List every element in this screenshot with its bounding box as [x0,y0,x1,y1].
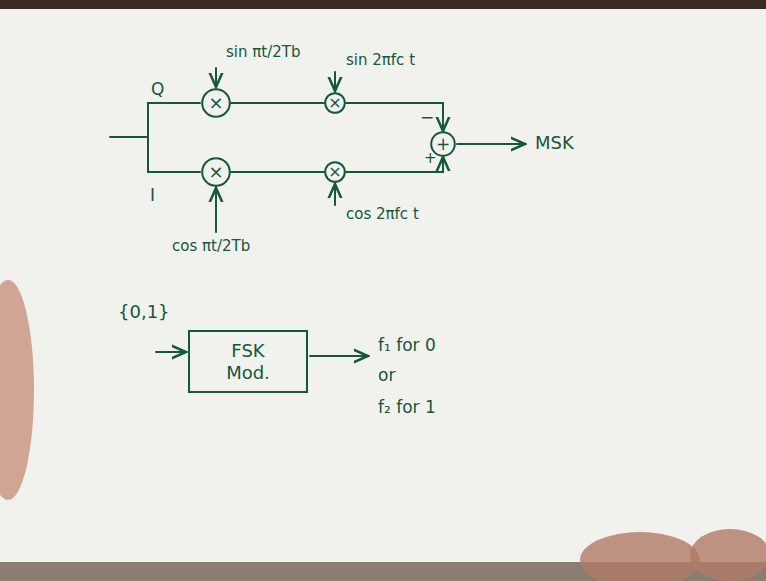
multiplier-circle: × [201,88,231,118]
circle-outline-path [202,158,230,186]
carrier-label: cos πt/2Tb [172,238,250,255]
carrier-input-arrow [334,72,336,91]
carrier-input-arrow [215,68,217,87]
node-text: × [208,94,223,112]
signal-name: Q [151,80,164,99]
carrier-input-arrow [334,184,336,205]
hand [0,280,34,500]
carrier-label: sin πt/2Tb [226,44,300,61]
q-branch-wire [148,102,200,104]
signal-wire [231,102,324,104]
input-alphabet: {0,1} [118,302,170,322]
frequency-note: or [378,366,395,385]
signal-name: I [150,186,155,205]
frequency-note: f₂ for 1 [378,398,436,417]
input-wire [110,136,148,138]
circle-outline-path [325,162,345,182]
i-branch-wire [148,171,200,173]
carrier-input-arrow [215,188,217,232]
node-text: FSK Mod. [216,340,280,383]
hand [690,529,766,581]
output-label: MSK [535,133,574,153]
split-wire [147,103,149,172]
signal-wire [231,171,324,173]
multiplier-circle: × [201,157,231,187]
circle-outline-path [202,89,230,117]
carrier-label: sin 2πfc t [346,52,415,69]
hand [580,532,700,581]
node-text: × [328,95,341,111]
node-text: + [436,136,450,153]
board-frame [0,0,766,9]
node-text: × [328,164,341,180]
input-arrow [156,351,186,353]
signal-wire [346,103,443,131]
output-arrow [457,143,525,145]
node-text: × [208,163,223,181]
frequency-note: f₁ for 0 [378,336,436,355]
output-arrow [310,355,368,357]
circle-outline-path [325,93,345,113]
carrier-label: cos 2πfc t [346,206,419,223]
multiplier-circle: × [324,92,346,114]
sign-label: + [424,150,437,167]
sign-label: − [420,108,434,127]
modulator-box: FSK Mod. [188,330,308,393]
multiplier-circle: × [324,161,346,183]
